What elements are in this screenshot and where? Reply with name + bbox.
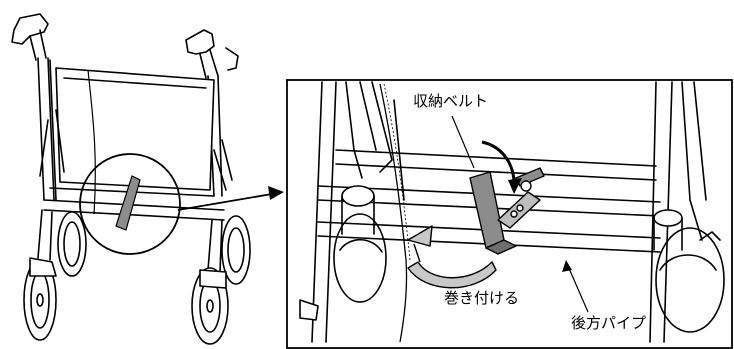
magnifier-circle xyxy=(79,153,181,255)
storage-belt-illustration xyxy=(469,167,545,255)
wrap-arrow-icon xyxy=(481,140,522,194)
wrap-around-label: 巻き付ける xyxy=(444,289,520,307)
cord-line xyxy=(87,69,96,215)
callout-arrow-icon xyxy=(177,186,284,211)
belt-small xyxy=(115,175,141,231)
wrap-arrow-bottom-icon xyxy=(407,225,497,289)
rollator-walker-illustration xyxy=(11,13,251,345)
cord-line-detail xyxy=(379,83,408,343)
rear-pipe-label: 後方パイプ xyxy=(571,314,647,332)
storage-belt-label: 収納ベルト xyxy=(413,92,489,110)
belt-leader-line xyxy=(451,115,475,169)
rear-pipe-leader-arrow xyxy=(562,260,589,313)
